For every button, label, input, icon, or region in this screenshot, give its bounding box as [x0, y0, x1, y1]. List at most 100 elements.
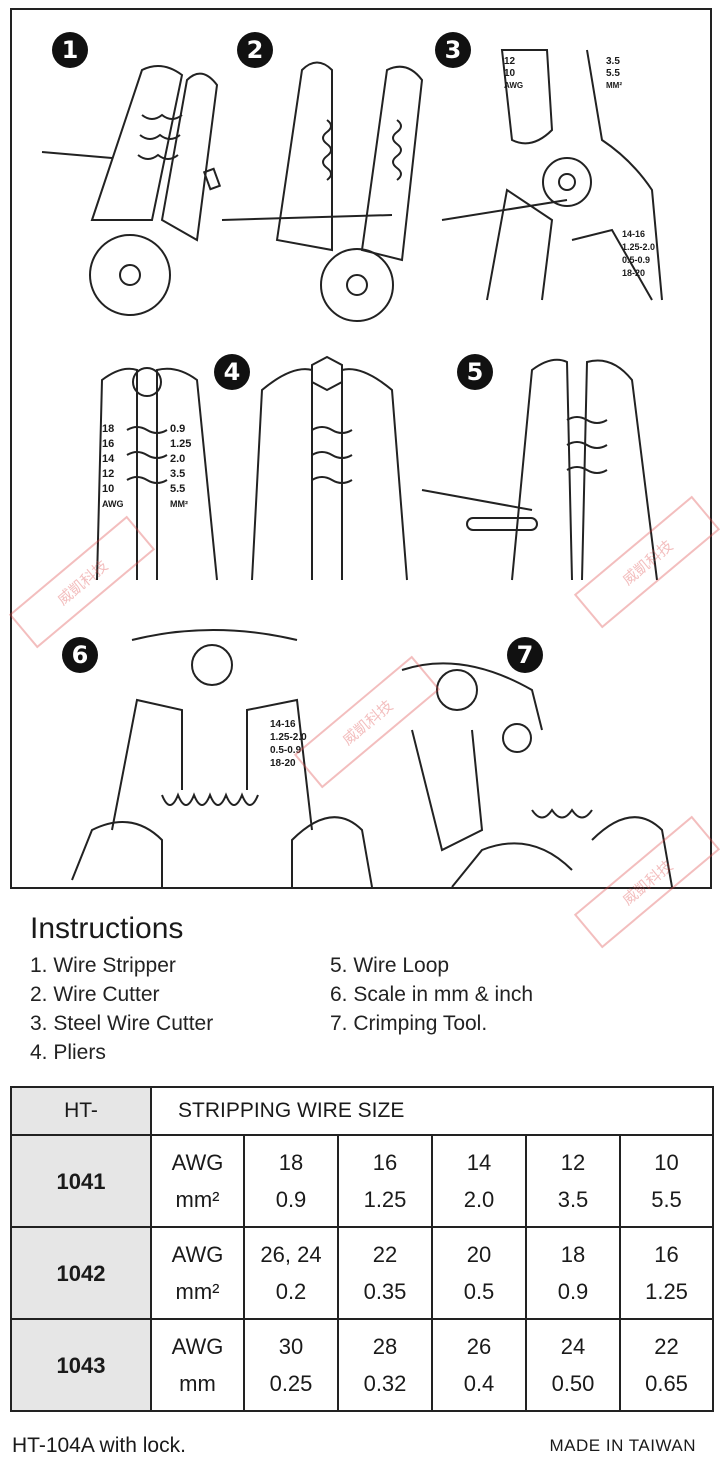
mm-value: 5.5: [651, 1187, 682, 1212]
mm-value: 2.0: [463, 1187, 495, 1212]
awg-value: 28: [372, 1334, 398, 1359]
awg-value: 18: [278, 1150, 304, 1175]
p4-mm-55: 5.5: [170, 483, 186, 495]
p3-mm-unit: MM²: [606, 81, 622, 90]
p6-scale-4: 18-20: [270, 758, 296, 769]
mm-value: 0.5: [463, 1279, 495, 1304]
p3-scale-1: 14-16: [622, 229, 646, 239]
awg-value: 26, 24: [260, 1242, 322, 1267]
awg-value: 10: [654, 1150, 679, 1175]
unit-top: AWG: [171, 1242, 224, 1267]
mm-value: 0.32: [363, 1371, 407, 1396]
mm-value: 0.2: [275, 1279, 307, 1304]
panel-number-2: 2: [237, 32, 273, 68]
instruction-item: 3. Steel Wire Cutter: [30, 1012, 214, 1035]
p4-mm-20: 2.0: [170, 453, 186, 465]
instruction-item: 1. Wire Stripper: [30, 954, 176, 977]
mm-value: 0.9: [557, 1279, 589, 1304]
p4-awg-18: 18: [102, 423, 115, 435]
size-header: STRIPPING WIRE SIZE: [149, 1086, 715, 1136]
p3-awg-labels: 12 10 AWG: [504, 56, 523, 92]
p3-mm-35: 3.5: [606, 56, 620, 67]
instruction-item: 2. Wire Cutter: [30, 983, 160, 1006]
p6-scale-1: 14-16: [270, 719, 296, 730]
model-header: HT-: [10, 1086, 152, 1136]
instruction-item: 7. Crimping Tool.: [330, 1012, 488, 1035]
unit-bottom: mm²: [175, 1279, 220, 1304]
instruction-item: 6. Scale in mm & inch: [330, 983, 534, 1006]
p3-awg-12: 12: [504, 56, 516, 67]
p4-mm-09: 0.9: [170, 423, 186, 435]
p6-scale-2: 1.25-2.0: [270, 732, 307, 743]
unit-top: AWG: [171, 1334, 224, 1359]
mm-value: 1.25: [363, 1187, 407, 1212]
p3-scale-2: 1.25-2.0: [622, 242, 656, 252]
p4-mm-35: 3.5: [170, 468, 186, 480]
p4-awg-labels: 18 16 14 12 10 AWG: [102, 422, 124, 512]
tool-illustrations: [41, 49, 673, 887]
instructions-title: Instructions: [30, 912, 184, 945]
p3-scale-3: 0.5-0.9: [622, 255, 651, 265]
model-cell: 1041: [10, 1134, 152, 1228]
mm-value: 1.25: [645, 1279, 688, 1304]
instruction-item: 4. Pliers: [30, 1041, 106, 1064]
p6-scale-right: 14-16 1.25-2.0 0.5-0.9 18-20: [270, 718, 307, 770]
panel-5-drawing: [421, 358, 658, 581]
panel-7-drawing: [401, 662, 673, 887]
awg-value: 30: [278, 1334, 304, 1359]
panel-2-drawing: [221, 61, 424, 322]
mm-value: 0.4: [463, 1371, 495, 1396]
illustration-frame: 1 2 3 4 5 6 7 12 10 AWG 3.5 5.5 MM² 14-1…: [10, 8, 712, 889]
p6-scale-3: 0.5-0.9: [270, 745, 302, 756]
panel-number-4: 4: [214, 354, 250, 390]
panel-number-7: 7: [507, 637, 543, 673]
awg-value: 18: [560, 1242, 586, 1267]
awg-value: 22: [654, 1334, 679, 1359]
p4-mm-125: 1.25: [170, 438, 192, 450]
awg-value: 22: [372, 1242, 398, 1267]
unit-top: AWG: [171, 1150, 224, 1175]
unit-bottom: mm: [179, 1371, 216, 1396]
panel-1-drawing: [41, 65, 222, 316]
unit-cell: AWG mm²: [150, 1226, 245, 1320]
size-cell: 26, 24 0.2: [243, 1226, 339, 1320]
mm-value: 3.5: [557, 1187, 589, 1212]
mm-value: 0.25: [269, 1371, 313, 1396]
awg-value: 26: [466, 1334, 492, 1359]
awg-value: 14: [466, 1150, 492, 1175]
panel-number-3: 3: [435, 32, 471, 68]
model-cell: 1042: [10, 1226, 152, 1320]
awg-value: 16: [654, 1242, 679, 1267]
panel-3-drawing: [441, 49, 663, 301]
mm-value: 0.9: [275, 1187, 307, 1212]
awg-value: 20: [466, 1242, 492, 1267]
mm-value: 0.50: [551, 1371, 595, 1396]
p4-awg-10: 10: [102, 483, 115, 495]
model-cell: 1043: [10, 1318, 152, 1412]
table-header-row: HT- STRIPPING WIRE SIZE: [10, 1086, 715, 1136]
p4-awg-12: 12: [102, 468, 115, 480]
instruction-item: 5. Wire Loop: [330, 954, 450, 977]
panel-number-6: 6: [62, 637, 98, 673]
instructions-list-left: 1. Wire Stripper 2. Wire Cutter 3. Steel…: [30, 951, 213, 1067]
model-note: HT-104A with lock.: [12, 1434, 186, 1457]
p3-awg-unit: AWG: [504, 81, 524, 90]
